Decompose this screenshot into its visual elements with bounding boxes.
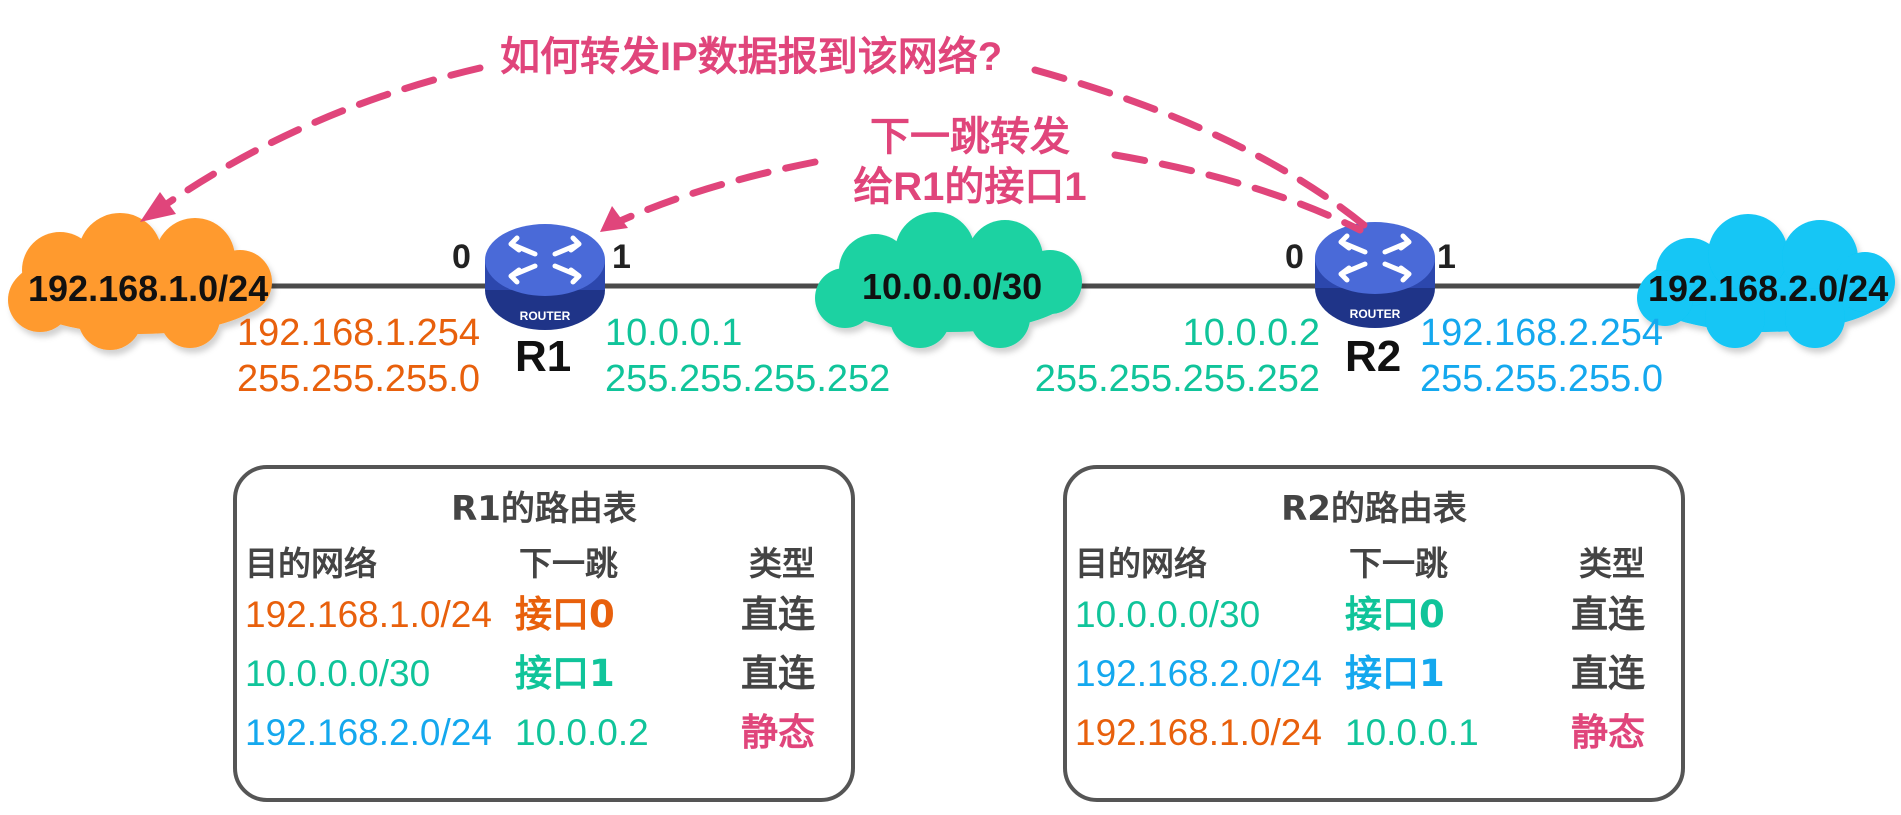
r2-row2-type: 直连: [1571, 652, 1645, 695]
r2-port-0: 0: [1285, 238, 1304, 276]
r1-if0-address: 192.168.1.254 255.255.255.0: [210, 310, 480, 402]
cloud-middle: [815, 212, 1082, 348]
r2-row1-destination: 10.0.0.0/30: [1075, 594, 1261, 635]
router-r2-icon-label: ROUTER: [1350, 307, 1401, 321]
table-row: 10.0.0.0/30 接口0 直连: [1067, 590, 1681, 640]
r1-row2-type: 直连: [741, 652, 815, 695]
question-next-hop-line2: 给R1的接口1: [853, 165, 1087, 209]
r1-table-title: R1的路由表: [451, 489, 637, 529]
network-label-right: 192.168.2.0/24: [1648, 268, 1889, 309]
r1-row3-destination: 192.168.2.0/24: [245, 712, 492, 753]
router-r1-name: R1: [515, 332, 572, 381]
r1-row1-type: 直连: [741, 593, 815, 636]
table-row: 10.0.0.0/30 接口1 直连: [237, 649, 851, 699]
r1-if1-mask: 255.255.255.252: [605, 358, 891, 400]
network-label-left: 192.168.1.0/24: [28, 268, 269, 309]
r2-if0-ip: 10.0.0.2: [1182, 312, 1320, 354]
r2-if0-mask: 255.255.255.252: [1034, 358, 1320, 400]
r2-row3-type: 静态: [1571, 711, 1645, 754]
arrow-to-r1-interface1: [614, 158, 819, 226]
r1-row1-next-hop: 接口0: [515, 593, 615, 636]
question-next-hop-line1: 下一跳转发: [870, 115, 1070, 159]
table-row: 192.168.1.0/24 接口0 直连: [237, 590, 851, 640]
r1-row3-next-hop: 10.0.0.2: [515, 712, 649, 753]
r2-if1-mask: 255.255.255.0: [1420, 358, 1664, 400]
arrow-from-r2-top: [1031, 66, 1374, 234]
r2-if0-address: 10.0.0.2 255.255.255.252: [1010, 310, 1320, 402]
r1-row1-destination: 192.168.1.0/24: [245, 594, 492, 635]
r2-if1-address: 192.168.2.254 255.255.255.0: [1420, 310, 1663, 402]
r1-if0-mask: 255.255.255.0: [236, 358, 480, 400]
table-row: 192.168.2.0/24 接口1 直连: [1067, 649, 1681, 699]
r1-row3-type: 静态: [741, 711, 815, 754]
table-row: 192.168.1.0/24 10.0.0.1 静态: [1067, 708, 1681, 758]
r2-header-next-hop: 下一跳: [1349, 544, 1448, 583]
r2-row3-next-hop: 10.0.0.1: [1345, 712, 1479, 753]
r1-row2-destination: 10.0.0.0/30: [245, 653, 431, 694]
r1-if0-ip: 192.168.1.254: [236, 312, 480, 354]
router-r1-icon-label: ROUTER: [520, 309, 571, 323]
router-r2-icon: ROUTER: [1315, 222, 1435, 328]
cloud-right: [1637, 214, 1895, 348]
r1-if1-ip: 10.0.0.1: [605, 312, 743, 354]
r2-header-type: 类型: [1579, 544, 1645, 583]
r1-routing-table: R1的路由表 目的网络 下一跳 类型 192.168.1.0/24 接口0 直连…: [233, 465, 855, 802]
router-r1-icon: ROUTER: [485, 224, 605, 330]
arrow-to-left-network: [151, 64, 484, 216]
r2-port-1: 1: [1437, 238, 1456, 276]
question-top: 如何转发IP数据报到该网络?: [500, 35, 1003, 79]
r1-if1-address: 10.0.0.1 255.255.255.252: [605, 310, 890, 402]
r1-port-0: 0: [452, 238, 471, 276]
table-row: 192.168.2.0/24 10.0.0.2 静态: [237, 708, 851, 758]
r2-if1-ip: 192.168.2.254: [1420, 312, 1664, 354]
arrowhead-left-network: [140, 192, 176, 222]
r2-routing-table: R2的路由表 目的网络 下一跳 类型 10.0.0.0/30 接口0 直连 19…: [1063, 465, 1685, 802]
network-label-middle: 10.0.0.0/30: [862, 266, 1043, 307]
question-next-hop: 下一跳转发 给R1的接口1: [820, 112, 1120, 212]
r2-row1-next-hop: 接口0: [1345, 593, 1445, 636]
router-r2-name: R2: [1345, 332, 1402, 381]
r1-header-destination: 目的网络: [245, 544, 377, 583]
r2-row1-type: 直连: [1571, 593, 1645, 636]
r2-table-title: R2的路由表: [1281, 489, 1467, 529]
r1-port-1: 1: [612, 238, 631, 276]
arrowhead-r1-interface1: [600, 206, 628, 232]
r2-row2-next-hop: 接口1: [1345, 652, 1445, 695]
r2-row2-destination: 192.168.2.0/24: [1075, 653, 1322, 694]
r2-row3-destination: 192.168.1.0/24: [1075, 712, 1322, 753]
r1-row2-next-hop: 接口1: [515, 652, 615, 695]
r1-header-type: 类型: [749, 544, 815, 583]
cloud-left: [8, 213, 272, 350]
r1-header-next-hop: 下一跳: [519, 544, 618, 583]
r2-header-destination: 目的网络: [1075, 544, 1207, 583]
